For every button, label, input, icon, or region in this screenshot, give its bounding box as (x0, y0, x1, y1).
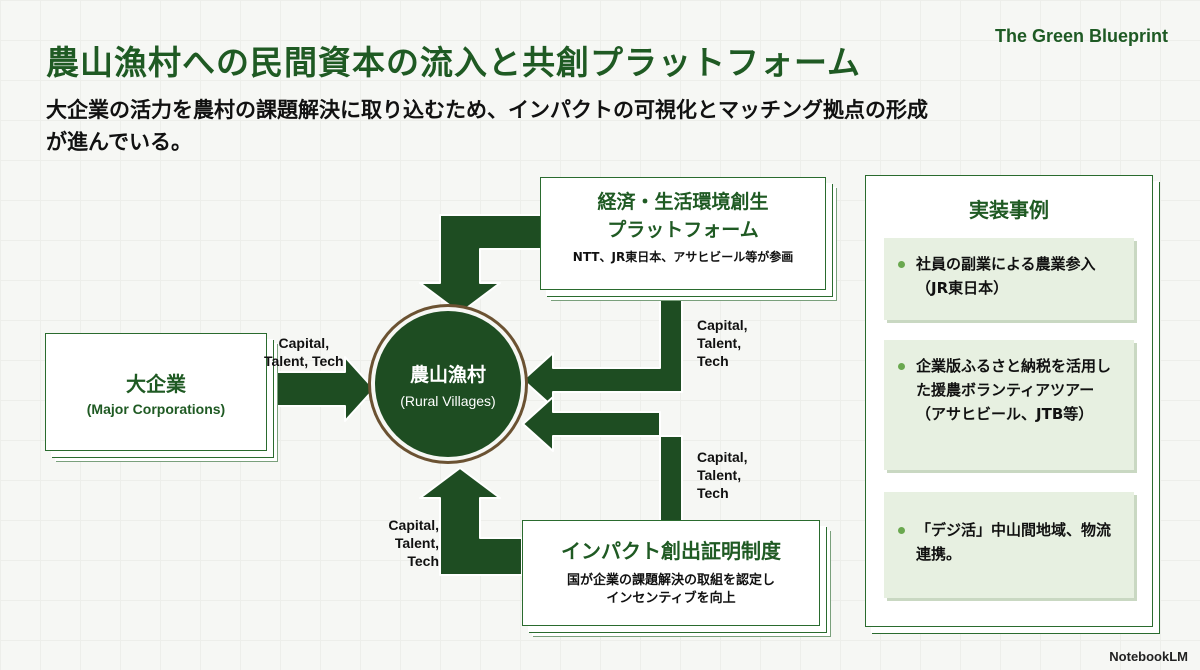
impact-note-line2: インセンティブを向上 (606, 591, 736, 606)
arrow-impact-to-rural-right (522, 396, 683, 534)
impact-title: インパクト創出証明制度 (561, 539, 781, 563)
flow-label-line: Talent, (697, 335, 742, 351)
flow-label-impact-right: Capital, Talent, Tech (697, 448, 748, 502)
page-title: 農山漁村への民間資本の流入と共創プラットフォーム (46, 43, 862, 82)
rural-sublabel: (Rural Villages) (400, 392, 496, 409)
brand-label: The Green Blueprint (994, 26, 1168, 46)
flow-label-line: Talent, (697, 467, 742, 483)
flow-label-line: Capital, (388, 517, 439, 533)
corporations-label: 大企業 (126, 371, 186, 396)
flow-label-impact-left: Capital, Talent, Tech (383, 516, 439, 570)
platform-card: 経済・生活環境創生 プラットフォーム NTT、JR東日本、アサヒビール等が参画 (540, 177, 826, 290)
case-item: 「デジ活」中山間地域、物流連携。 (884, 492, 1134, 598)
arrow-impact-to-rural-bottom (419, 467, 523, 576)
notebooklm-logo: NotebookLM (1109, 649, 1188, 664)
flow-label-line: Talent, Tech (264, 353, 344, 369)
flow-label-line: Capital, (697, 449, 748, 465)
flow-label-platform: Capital, Talent, Tech (697, 316, 748, 370)
arrow-platform-to-rural-right (522, 290, 683, 408)
corporations-sublabel: (Major Corporations) (86, 400, 226, 417)
bullet-icon (898, 261, 905, 268)
impact-note-line1: 国が企業の課題解決の取組を認定し (566, 573, 775, 588)
platform-title-line1: 経済・生活環境創生 (597, 191, 769, 213)
arrow-corp-to-rural (267, 356, 375, 422)
case-item: 社員の副業による農業参入（JR東日本） (884, 238, 1134, 320)
case-text: 「デジ活」中山間地域、物流連携。 (916, 521, 1112, 563)
platform-title-line2: プラットフォーム (607, 219, 759, 241)
corporations-card: 大企業 (Major Corporations) (45, 333, 267, 451)
impact-card: インパクト創出証明制度 国が企業の課題解決の取組を認定し インセンティブを向上 (522, 520, 820, 626)
arrow-platform-to-rural-top (419, 214, 542, 314)
bullet-icon (898, 527, 905, 534)
flow-label-line: Talent, (394, 535, 439, 551)
flow-label-line: Tech (697, 485, 729, 501)
case-text: 社員の副業による農業参入（JR東日本） (916, 255, 1096, 297)
rural-villages-node: 農山漁村 (Rural Villages) (375, 311, 521, 457)
rural-label: 農山漁村 (409, 363, 486, 386)
bullet-icon (898, 363, 905, 370)
page-subtitle: 大企業の活力を農村の課題解決に取り込むため、インパクトの可視化とマッチング拠点の… (46, 98, 928, 154)
flow-label-line: Tech (697, 353, 729, 369)
case-item: 企業版ふるさと納税を活用した援農ボランティアツアー（アサヒビール、JTB等） (884, 340, 1134, 470)
cases-panel: 実装事例 社員の副業による農業参入（JR東日本） 企業版ふるさと納税を活用した援… (865, 175, 1153, 627)
flow-label-corp: Capital, Talent, Tech (264, 334, 344, 370)
platform-note: NTT、JR東日本、アサヒビール等が参画 (572, 250, 794, 264)
cases-title: 実装事例 (969, 198, 1049, 222)
flow-label-line: Tech (407, 553, 439, 569)
case-text: 企業版ふるさと納税を活用した援農ボランティアツアー（アサヒビール、JTB等） (916, 357, 1112, 423)
flow-label-line: Capital, (278, 335, 330, 351)
flow-label-line: Capital, (697, 317, 748, 333)
